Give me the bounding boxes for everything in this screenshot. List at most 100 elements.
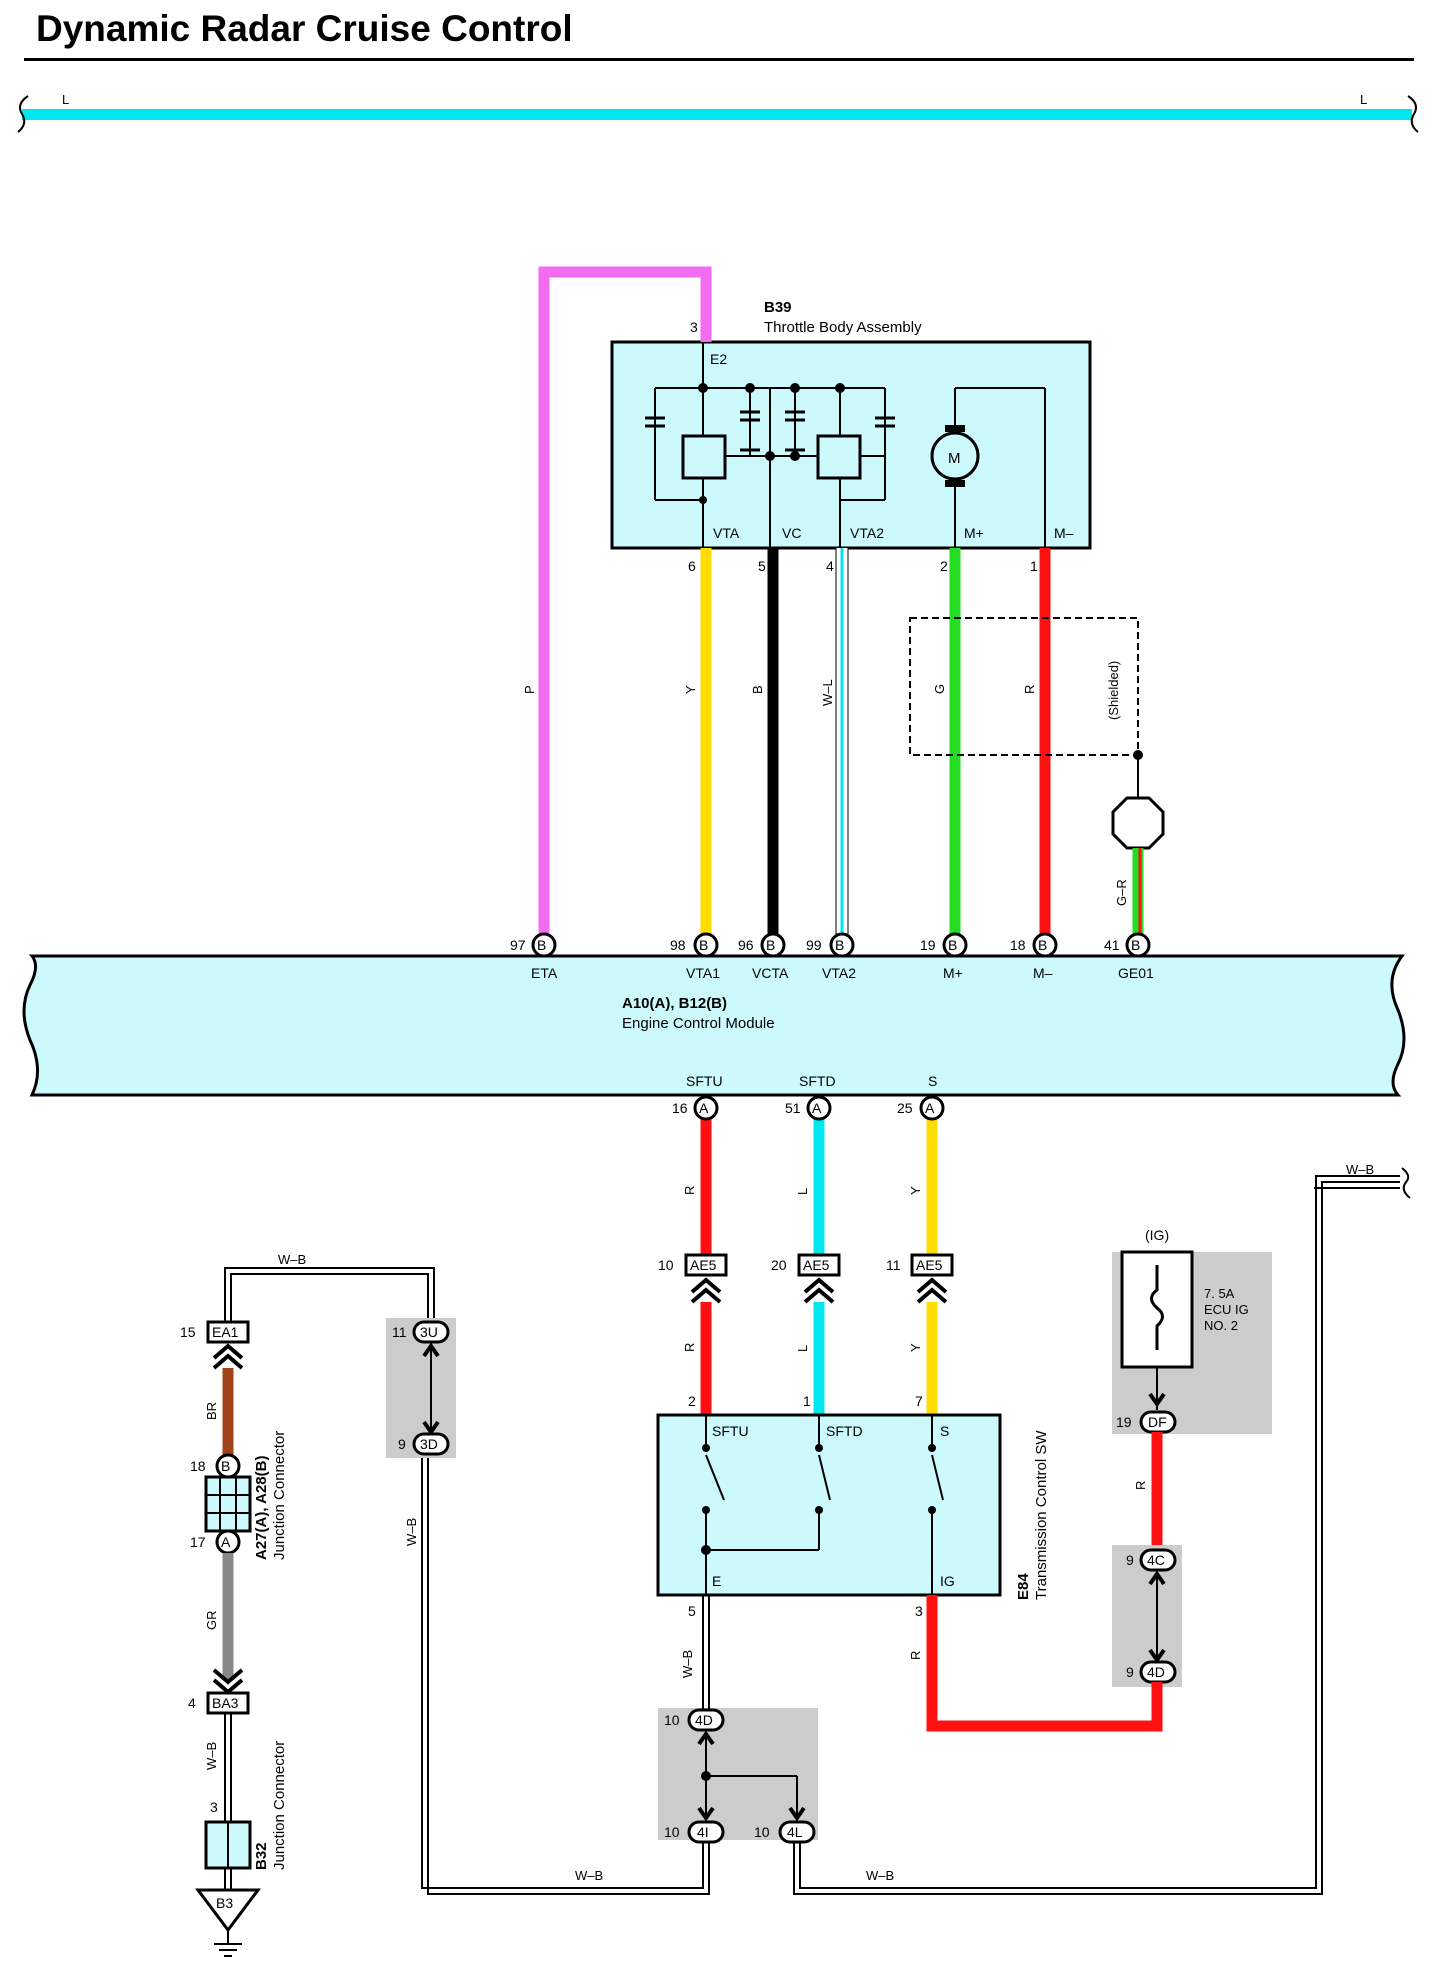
svg-text:VTA2: VTA2: [822, 965, 856, 981]
shielded-label: (Shielded): [1106, 661, 1121, 720]
svg-text:2: 2: [688, 1393, 696, 1409]
svg-text:7: 7: [915, 1393, 923, 1409]
svg-text:10: 10: [658, 1257, 674, 1273]
svg-text:4D: 4D: [695, 1712, 713, 1728]
svg-text:3D: 3D: [420, 1436, 438, 1452]
svg-text:A: A: [925, 1100, 935, 1116]
svg-text:AE5: AE5: [916, 1257, 943, 1273]
connector-ea1: [206, 1320, 250, 1344]
tcs-ig-label: IG: [940, 1573, 955, 1589]
tcs-sftu-label: SFTU: [712, 1423, 749, 1439]
label-df-r: R: [1133, 1481, 1148, 1490]
ecm-box: [22, 954, 1406, 1097]
pin-m-plus: 2: [940, 558, 948, 574]
splice-3u3d: 3U 11 3D 9 W–B: [386, 1318, 456, 1546]
label-g: G: [932, 684, 947, 694]
svg-text:B: B: [221, 1458, 230, 1474]
connector-4l: [778, 1820, 816, 1844]
svg-text:B: B: [948, 937, 957, 953]
left-ground-chain: EA1 15 BR B 18 A 17 A27(A), A28(B) Junct…: [180, 1320, 288, 1957]
svg-text:GE01: GE01: [1118, 965, 1154, 981]
pin-m-minus: 1: [1030, 558, 1038, 574]
wb-return-wires: [224, 1175, 1400, 1895]
ecm-pin-vta2: B 99 VTA2: [806, 932, 856, 981]
svg-text:AE5: AE5: [690, 1257, 717, 1273]
ecm-pin-vta1: B 98 VTA1: [670, 932, 720, 981]
bus-left-label: L: [62, 92, 69, 107]
svg-text:16: 16: [672, 1100, 688, 1116]
ecm-pin-sftu: A 16 SFTU: [672, 1073, 723, 1121]
svg-text:DF: DF: [1148, 1414, 1167, 1430]
svg-text:B: B: [537, 937, 546, 953]
ecm-top-pins: B 97 ETA B 98 VTA1 B 96 VCTA B 99 VTA2 B…: [510, 932, 1154, 981]
jc-b32-name: Junction Connector: [271, 1741, 288, 1870]
label-wb-right: W–B: [1346, 1162, 1374, 1177]
svg-text:M–: M–: [1033, 965, 1053, 981]
motor-label: M: [948, 450, 961, 467]
throttle-body-assembly: B39 Throttle Body Assembly 3 E2: [610, 299, 1092, 574]
svg-text:B: B: [766, 937, 775, 953]
label-br: BR: [204, 1402, 219, 1420]
vta-sensor-element: [681, 434, 727, 480]
svg-text:SFTU: SFTU: [686, 1073, 723, 1089]
throttle-e2-label: E2: [710, 351, 727, 367]
ecm-pin-s: A 25 S: [897, 1073, 945, 1121]
tcs-s-label: S: [940, 1423, 949, 1439]
transmission-control-sw: 2 1 7 SFTU SFTD S E IG 5 3 E84 Transmi: [656, 1393, 1050, 1619]
svg-text:11: 11: [886, 1257, 901, 1273]
ecm-id: A10(A), B12(B): [622, 995, 727, 1012]
svg-text:20: 20: [771, 1257, 787, 1273]
tcs-e-label: E: [712, 1573, 721, 1589]
svg-text:A: A: [812, 1100, 822, 1116]
svg-text:SFTD: SFTD: [799, 1073, 836, 1089]
svg-text:97: 97: [510, 937, 526, 953]
jc-b32-id: B32: [253, 1842, 270, 1870]
terminal-vc: VC: [782, 525, 801, 541]
label-p: P: [522, 685, 537, 694]
svg-text:B: B: [1038, 937, 1047, 953]
label-r: R: [1022, 685, 1037, 694]
svg-text:VCTA: VCTA: [752, 965, 789, 981]
page-title: Dynamic Radar Cruise Control: [36, 8, 573, 49]
connector-3d: [412, 1432, 450, 1456]
label-gr: G–R: [1114, 879, 1129, 906]
svg-text:ETA: ETA: [531, 965, 558, 981]
svg-text:25: 25: [897, 1100, 913, 1116]
svg-text:B: B: [699, 937, 708, 953]
svg-text:18: 18: [190, 1458, 206, 1474]
wire-p: [538, 266, 712, 945]
splice-4d4i4l-bg: [658, 1708, 818, 1840]
svg-text:3U: 3U: [420, 1324, 438, 1340]
label-sftd-l: L: [795, 1188, 810, 1195]
label-s-y2: Y: [908, 1343, 923, 1352]
label-b: B: [750, 685, 765, 694]
wire-ig-r: [926, 1595, 1163, 1732]
tcs-sftd-label: SFTD: [826, 1423, 863, 1439]
label-wb-bottom2: W–B: [866, 1868, 894, 1883]
bus-break-right: [1407, 95, 1419, 133]
motor: M: [930, 387, 1046, 548]
tcs-box: [656, 1413, 1002, 1597]
svg-text:9: 9: [1126, 1664, 1134, 1680]
svg-text:9: 9: [398, 1436, 406, 1452]
svg-text:EA1: EA1: [212, 1324, 239, 1340]
svg-text:19: 19: [1116, 1414, 1132, 1430]
terminal-m-minus: M–: [1054, 525, 1074, 541]
ecm-pin-vcta: B 96 VCTA: [738, 932, 789, 981]
svg-text:18: 18: [1010, 937, 1026, 953]
svg-text:17: 17: [190, 1534, 206, 1550]
jc-a27-id: A27(A), A28(B): [253, 1456, 270, 1560]
pin-vc: 5: [758, 558, 766, 574]
label-sftu-r2: R: [682, 1343, 697, 1352]
svg-text:3: 3: [915, 1603, 923, 1619]
svg-text:41: 41: [1104, 937, 1120, 953]
fuse-icon: [1150, 1265, 1164, 1350]
tcs-name: Transmission Control SW: [1033, 1430, 1050, 1600]
throttle-id: B39: [764, 299, 792, 316]
ecm-pin-sftd: A 51 SFTD: [785, 1073, 836, 1121]
ground-icon: [195, 1888, 261, 1933]
label-sftd-l2: L: [795, 1345, 810, 1352]
throttle-wire-labels: P Y B W–L G R G–R: [522, 679, 1129, 906]
ecm-pin-m-minus: B 18 M–: [1010, 932, 1058, 981]
